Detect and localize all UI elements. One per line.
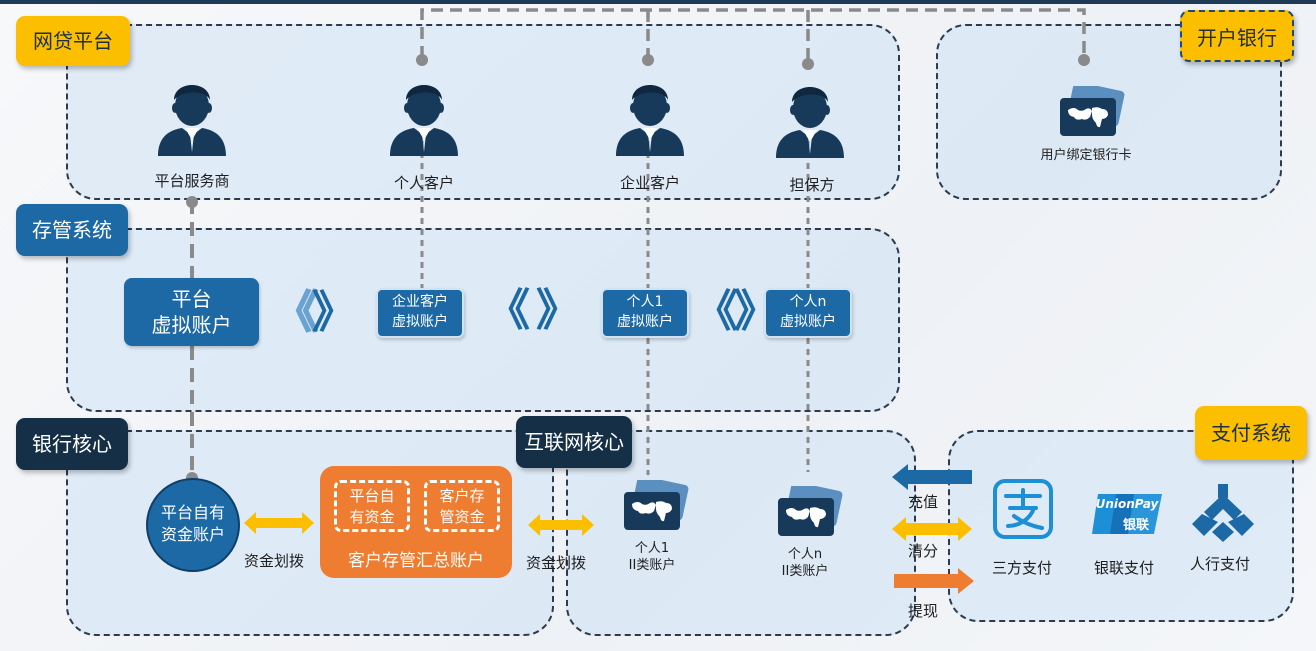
enterprise-virtual-account: 企业客户 虚拟账户 [376, 288, 464, 338]
platform-own-fund-account: 平台自有 资金账户 [146, 478, 240, 572]
enterprise-customer-label: 企业客户 [619, 174, 680, 192]
third-party-payment-label: 三方支付 [992, 559, 1053, 577]
tag-internet-core: 互联网核心 [516, 416, 632, 468]
tag-open-bank: 开户银行 [1180, 10, 1294, 62]
chevron-left-icon-2: 《 [694, 286, 738, 337]
own-fund-line1: 平台自有 [160, 503, 225, 522]
personn-va-line2: 虚拟账户 [780, 314, 836, 330]
person1-va-line1: 个人1 [626, 294, 664, 310]
unionpay-logo-text: UnionPay [1095, 497, 1159, 511]
platform-va-line2: 虚拟账户 [151, 313, 232, 337]
person1-ii-line1: 个人1 [634, 541, 670, 556]
chevron-left-outline-icon: 《 [273, 287, 319, 338]
person1-card-icon [624, 480, 690, 530]
tag-custody-system: 存管系统 [16, 204, 128, 256]
summary-account-label: 客户存管汇总账户 [348, 551, 484, 571]
recharge-arrow-icon [892, 464, 972, 490]
platform-va-line1: 平台 [171, 287, 212, 311]
personn-ii-line1: 个人n [787, 547, 823, 562]
customer-custody-line1: 客户存 [439, 487, 485, 505]
individual-customer-icon [390, 85, 458, 156]
enterprise-va-line2: 虚拟账户 [392, 314, 448, 330]
customer-custody-summary-account: 平台自 有资金 客户存 管资金 客户存管汇总账户 [320, 466, 512, 578]
platform-own-fund-box: 平台自 有资金 [334, 480, 410, 532]
clearing-label: 清分 [908, 542, 939, 560]
unionpay-payment-label: 银联支付 [1094, 559, 1155, 577]
bound-bank-card-icon [1060, 86, 1126, 136]
withdraw-label: 提现 [908, 602, 939, 620]
own-fund-line2: 资金账户 [160, 525, 225, 544]
withdraw-arrow-icon [894, 568, 974, 594]
clearing-arrow-icon [892, 517, 972, 541]
person1-ii-line2: II类账户 [628, 558, 676, 573]
platform-provider-icon [158, 85, 226, 156]
platform-provider-label: 平台服务商 [154, 172, 230, 190]
platform-own-line2: 有资金 [349, 508, 395, 526]
tag-p2p-platform: 网贷平台 [16, 16, 130, 66]
platform-virtual-account: 平台 虚拟账户 [124, 278, 259, 346]
person1-va-line2: 虚拟账户 [617, 314, 673, 330]
tag-payment-system: 支付系统 [1195, 406, 1307, 460]
chevron-right-icon: 》 [312, 287, 356, 338]
personn-ii-account-label: 个人n II类账户 [745, 546, 865, 580]
individual-customer-label: 个人客户 [393, 174, 454, 192]
connector-top-bar [420, 8, 1086, 58]
chevron-left-icon: 《 [486, 285, 530, 336]
person1-ii-account-label: 个人1 II类账户 [592, 540, 712, 574]
unionpay-logo-cn: 银联 [1122, 518, 1149, 533]
pboc-icon [1192, 484, 1254, 542]
top-bar [0, 0, 1316, 4]
tag-bank-core: 银行核心 [16, 418, 128, 470]
customer-custody-fund-box: 客户存 管资金 [424, 480, 500, 532]
enterprise-va-line1: 企业客户 [392, 294, 448, 310]
personn-virtual-account: 个人n 虚拟账户 [764, 288, 852, 338]
transfer-arrow-2-icon [528, 514, 594, 536]
transfer-label-1: 资金划拨 [244, 552, 305, 570]
bind-card-label: 用户绑定银行卡 [1040, 148, 1132, 163]
personn-ii-line2: II类账户 [781, 564, 829, 579]
personn-va-line1: 个人n [789, 294, 827, 310]
transfer-arrow-1-icon [244, 512, 314, 534]
pboc-payment-label: 人行支付 [1190, 555, 1251, 573]
platform-own-line1: 平台自 [349, 487, 395, 505]
alipay-icon [993, 479, 1053, 539]
personn-card-icon [778, 486, 844, 536]
enterprise-customer-icon [616, 85, 684, 156]
customer-custody-line2: 管资金 [439, 508, 485, 526]
person1-virtual-account: 个人1 虚拟账户 [601, 288, 689, 338]
guarantor-icon [776, 87, 844, 158]
chevron-right-icon-2: 》 [536, 285, 580, 336]
transfer-label-2: 资金划拨 [526, 554, 587, 572]
guarantor-label: 担保方 [789, 176, 835, 194]
recharge-label: 充值 [908, 493, 939, 511]
unionpay-icon: UnionPay 银联 [1092, 492, 1162, 536]
